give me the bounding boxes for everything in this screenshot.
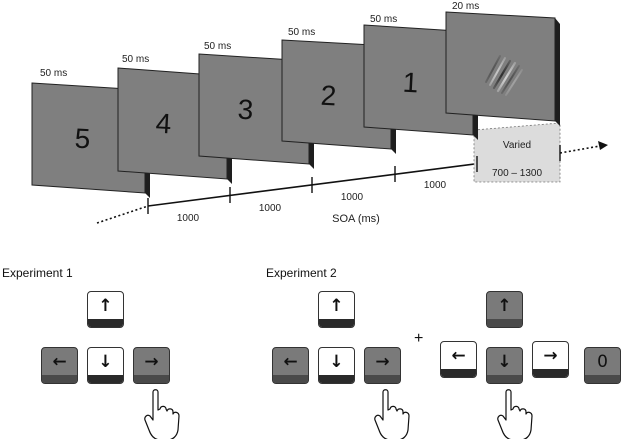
exp1-down-arrow-key: ↓	[87, 347, 124, 384]
exp1-up-arrow-key: ↑	[87, 291, 124, 328]
down-arrow-icon: ↓	[98, 351, 113, 372]
up-arrow-icon: ↑	[497, 295, 512, 316]
right-arrow-icon: →	[375, 351, 390, 372]
timeline-axis-dotted-end	[559, 145, 601, 154]
frame-digit: 3	[237, 94, 254, 126]
frame-duration-label: 50 ms	[288, 27, 315, 38]
exp2-set2-left-arrow-key: ←	[440, 341, 477, 378]
varied-label: Varied	[503, 140, 531, 151]
frame-duration-label: 20 ms	[452, 1, 479, 12]
exp1-left-arrow-key: ←	[41, 347, 78, 384]
right-arrow-icon: →	[543, 345, 558, 366]
frame-duration-label: 50 ms	[40, 68, 67, 79]
down-arrow-icon: ↓	[497, 351, 512, 372]
experiment1-title: Experiment 1	[2, 266, 73, 280]
exp2-set1-up-arrow-key: ↑	[318, 291, 355, 328]
left-arrow-icon: ←	[451, 345, 466, 366]
varied-box	[473, 122, 561, 183]
gabor-patch	[476, 49, 528, 101]
frame-duration-label: 50 ms	[122, 54, 149, 65]
plus-sign: +	[414, 330, 424, 347]
pointing-hand-icon	[144, 389, 180, 439]
left-arrow-icon: ←	[52, 351, 67, 372]
pointing-hand-icon	[374, 389, 410, 439]
pointing-hand-icon	[497, 389, 533, 439]
exp2-set1-left-arrow-key: ←	[272, 347, 309, 384]
timeline-axis-dotted	[96, 205, 149, 224]
frame-digit: 4	[155, 108, 172, 140]
exp1-right-arrow-key: →	[133, 347, 170, 384]
frame-duration-label: 50 ms	[204, 41, 231, 52]
interval-label: 1000	[177, 213, 200, 224]
exp2-set2-up-arrow-key: ↑	[486, 291, 523, 328]
exp2-set1-right-arrow-key: →	[364, 347, 401, 384]
interval-label: 1000	[424, 180, 447, 191]
left-arrow-icon: ←	[283, 351, 298, 372]
frame-digit: 5	[74, 123, 91, 155]
exp2-zero-key: 0	[584, 347, 621, 384]
exp2-set1-down-arrow-key: ↓	[318, 347, 355, 384]
varied-range-label: 700 – 1300	[492, 168, 542, 179]
frame-duration-label: 50 ms	[370, 14, 397, 25]
zero-key-label: 0	[597, 351, 608, 372]
exp2-set2-right-arrow-key: →	[532, 341, 569, 378]
frame-gabor	[445, 11, 560, 126]
right-arrow-icon: →	[144, 351, 159, 372]
interval-label: 1000	[341, 192, 364, 203]
up-arrow-icon: ↑	[98, 295, 113, 316]
interval-label: 1000	[259, 203, 282, 214]
timeline-arrowhead	[598, 141, 608, 150]
exp2-set2-down-arrow-key: ↓	[486, 347, 523, 384]
up-arrow-icon: ↑	[329, 295, 344, 316]
down-arrow-icon: ↓	[329, 351, 344, 372]
experiment2-title: Experiment 2	[266, 266, 337, 280]
frame-digit: 2	[320, 80, 337, 112]
soa-axis-label: SOA (ms)	[332, 213, 380, 225]
frame-digit: 1	[402, 67, 419, 99]
